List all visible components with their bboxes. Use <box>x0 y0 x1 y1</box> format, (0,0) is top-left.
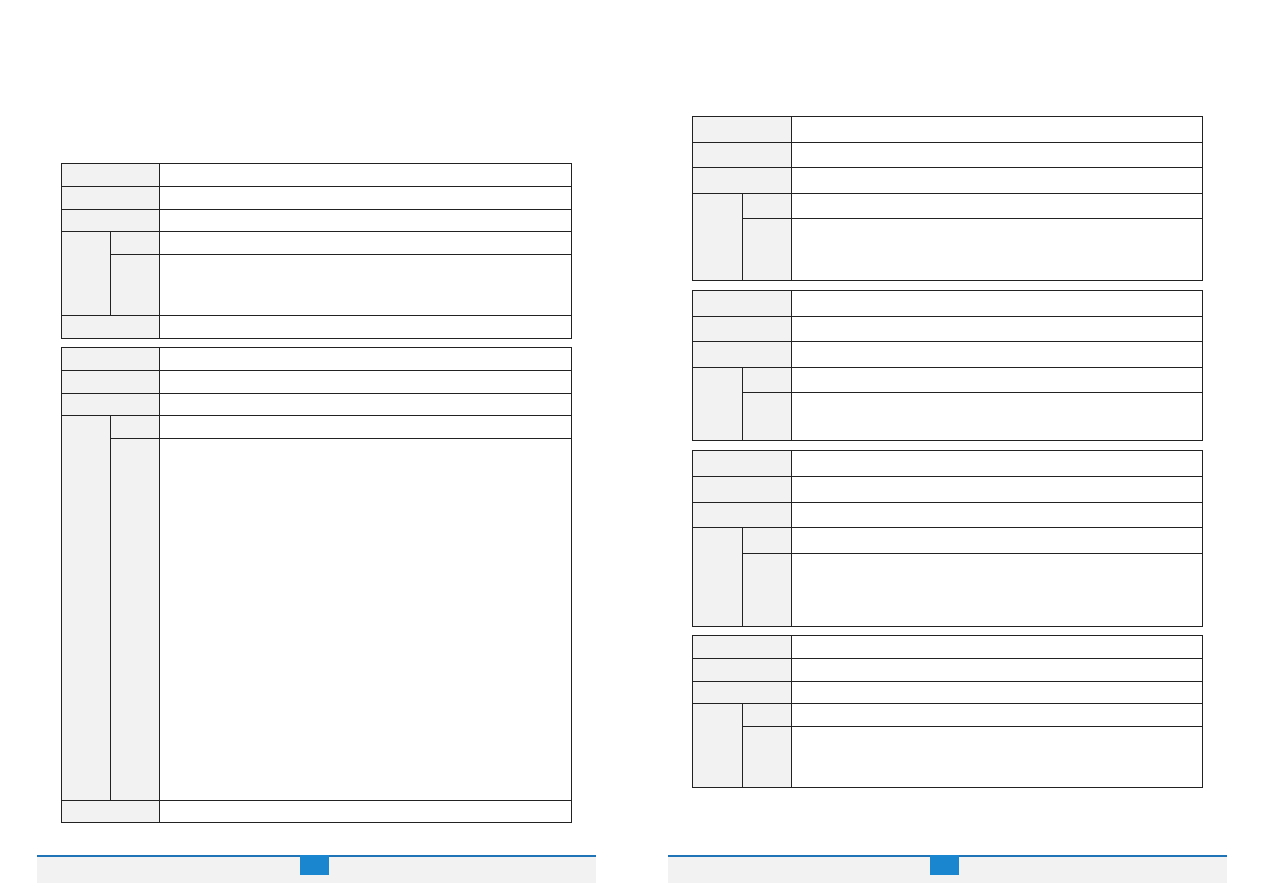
left-form-1-label-3 <box>61 209 160 232</box>
right-form-3-group-label <box>692 527 743 627</box>
right-form-2-sublabel-1 <box>742 367 792 393</box>
right-form-2-value-2 <box>791 316 1203 342</box>
right-form-3 <box>692 450 1203 627</box>
right-form-1-group-label <box>692 193 743 281</box>
right-form-1 <box>692 116 1203 281</box>
right-form-1-value-4 <box>791 193 1203 219</box>
right-form-1-label-2 <box>692 142 792 168</box>
right-form-3-sublabel-1 <box>742 527 792 554</box>
right-form-1-value-5 <box>791 218 1203 281</box>
right-form-1-label-3 <box>692 167 792 194</box>
left-form-2-value-3 <box>159 393 572 416</box>
left-form-1-value-6 <box>159 315 572 339</box>
right-page-footer <box>668 855 1227 883</box>
left-form-2-sublabel-2 <box>110 438 160 801</box>
left-form-2-value-6 <box>159 800 572 823</box>
right-form-2-label-2 <box>692 316 792 342</box>
right-form-4-group-label <box>692 703 743 788</box>
right-form-3-label-3 <box>692 502 792 528</box>
right-form-1-value-3 <box>791 167 1203 194</box>
right-form-4-label-2 <box>692 658 792 682</box>
left-form-1-value-2 <box>159 186 572 210</box>
left-form-1-label-2 <box>61 186 160 210</box>
left-form-1-label-1 <box>61 163 160 187</box>
right-form-2 <box>692 290 1203 441</box>
left-form-2-value-1 <box>159 347 572 371</box>
right-form-3-value-3 <box>791 502 1203 528</box>
right-form-3-value-4 <box>791 527 1203 554</box>
left-form-1 <box>61 163 572 339</box>
left-form-2-value-4 <box>159 415 572 439</box>
right-form-3-label-1 <box>692 450 792 477</box>
right-form-3-value-5 <box>791 553 1203 627</box>
right-form-2-sublabel-2 <box>742 392 792 441</box>
right-form-2-label-3 <box>692 341 792 368</box>
left-form-2-group-label <box>61 415 111 801</box>
right-form-4 <box>692 635 1203 788</box>
left-page-number-tab <box>300 855 329 875</box>
right-form-1-sublabel-2 <box>742 218 792 281</box>
right-form-4-value-1 <box>791 635 1203 659</box>
left-form-1-sublabel-2 <box>110 254 160 316</box>
right-form-3-label-2 <box>692 476 792 503</box>
right-form-4-value-3 <box>791 681 1203 704</box>
right-form-2-value-5 <box>791 392 1203 441</box>
left-form-1-sublabel-1 <box>110 231 160 255</box>
right-form-4-value-4 <box>791 703 1203 727</box>
right-form-3-sublabel-2 <box>742 553 792 627</box>
right-form-4-sublabel-2 <box>742 726 792 788</box>
right-form-1-value-1 <box>791 116 1203 143</box>
right-form-1-sublabel-1 <box>742 193 792 219</box>
right-form-4-label-1 <box>692 635 792 659</box>
right-form-2-value-4 <box>791 367 1203 393</box>
right-form-4-label-3 <box>692 681 792 704</box>
left-form-2-label-1 <box>61 347 160 371</box>
right-form-2-value-1 <box>791 290 1203 317</box>
left-form-2-label-2 <box>61 370 160 394</box>
left-page-footer <box>37 855 596 883</box>
left-form-2-value-2 <box>159 370 572 394</box>
right-form-3-value-1 <box>791 450 1203 477</box>
right-form-1-value-2 <box>791 142 1203 168</box>
left-form-1-value-1 <box>159 163 572 187</box>
left-form-1-value-3 <box>159 209 572 232</box>
right-form-2-label-1 <box>692 290 792 317</box>
right-form-4-value-5 <box>791 726 1203 788</box>
left-form-1-label-6 <box>61 315 160 339</box>
left-form-1-group-label <box>61 231 111 316</box>
right-form-4-sublabel-1 <box>742 703 792 727</box>
left-form-2-label-6 <box>61 800 160 823</box>
right-form-1-label-1 <box>692 116 792 143</box>
left-form-2-sublabel-1 <box>110 415 160 439</box>
right-form-2-group-label <box>692 367 743 441</box>
left-form-1-value-4 <box>159 231 572 255</box>
right-form-3-value-2 <box>791 476 1203 503</box>
left-form-2 <box>61 347 572 823</box>
left-form-2-label-3 <box>61 393 160 416</box>
left-form-1-value-5 <box>159 254 572 316</box>
right-form-4-value-2 <box>791 658 1203 682</box>
right-form-2-value-3 <box>791 341 1203 368</box>
right-page-number-tab <box>930 855 959 875</box>
left-form-2-value-5 <box>159 438 572 801</box>
